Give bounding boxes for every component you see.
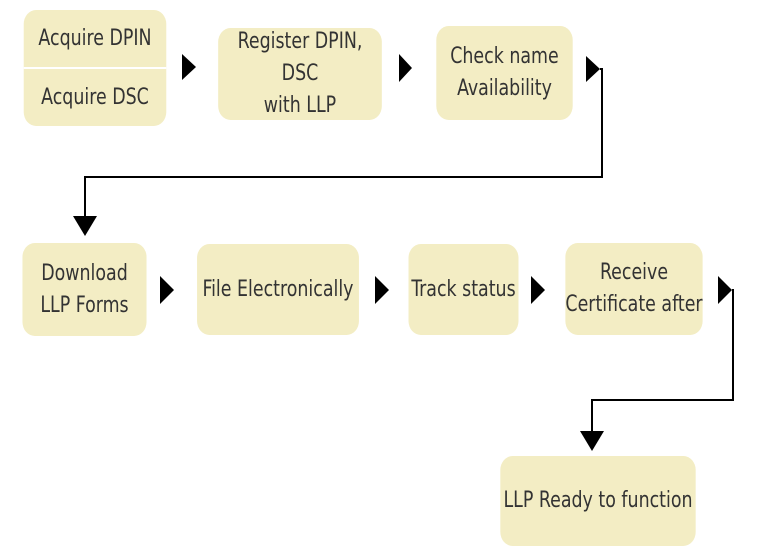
step-register: Register DPIN, DSC with LLP: [218, 28, 382, 120]
step-acquire-dsc-label: Acquire DSC: [41, 84, 149, 110]
arrow-track-to-receive: [531, 276, 545, 304]
step-receive-certificate-label: Receive Certificate after: [565, 260, 703, 317]
step-download-forms-label: Download LLP Forms: [40, 260, 129, 318]
step-file-electronically-label: File Electronically: [202, 276, 354, 302]
step-acquire-dsc: Acquire DSC: [24, 69, 167, 126]
arrow-receive-out: [718, 276, 732, 304]
step-llp-ready-label: LLP Ready to function: [503, 488, 693, 514]
step-acquire-dpin: Acquire DPIN: [24, 10, 167, 67]
step-acquire-dpin-dsc: Acquire DPIN Acquire DSC: [23, 10, 167, 126]
arrow-file-to-track: [375, 276, 389, 304]
step-file-electronically: File Electronically: [197, 244, 359, 335]
step-check-name: Check name Availability: [436, 26, 573, 120]
step-check-name-label: Check name Availability: [450, 44, 559, 101]
arrow-download-to-file: [160, 276, 174, 304]
connector-row2-to-final: [591, 289, 734, 433]
step-track-status: Track status: [408, 244, 519, 335]
step-download-forms: Download LLP Forms: [22, 243, 147, 336]
arrow-register-to-check: [399, 54, 412, 82]
step-register-label: Register DPIN, DSC with LLP: [237, 29, 363, 118]
arrow-down-to-download: [73, 216, 97, 236]
arrow-down-to-ready: [580, 431, 604, 451]
step-llp-ready: LLP Ready to function: [500, 456, 696, 546]
connector-row1-to-row2: [84, 68, 603, 218]
step-acquire-dpin-label: Acquire DPIN: [38, 25, 152, 51]
step-divider: [23, 67, 167, 69]
step-track-status-label: Track status: [411, 276, 516, 302]
arrow-check-out: [586, 56, 600, 82]
step-receive-certificate: Receive Certificate after: [565, 243, 703, 335]
arrow-acquire-to-register: [182, 54, 196, 80]
